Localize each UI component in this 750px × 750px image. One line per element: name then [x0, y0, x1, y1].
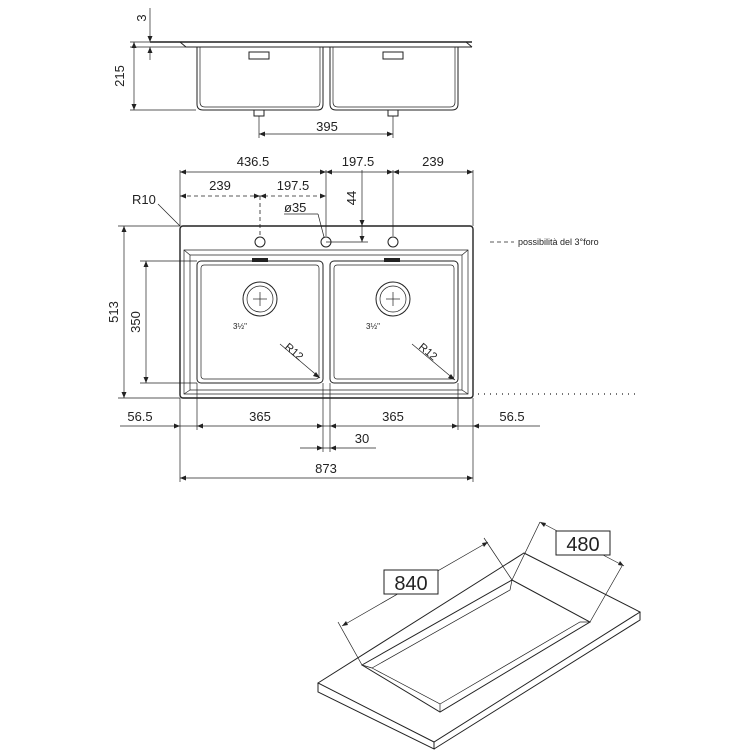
top-view: 3½" 3½" R12 R12 R10 436.5 197.5 239 239 …	[106, 154, 640, 482]
dim-box-cutout-width	[555, 530, 611, 556]
dim-box-cutout-length	[383, 569, 439, 595]
bowl-radius-right: R12	[416, 341, 439, 363]
drain-size-right: 3½"	[366, 322, 380, 331]
dim-hole-offset: 44	[344, 191, 359, 205]
dim-right-hole: 239	[422, 154, 444, 169]
dim-left-239: 239	[209, 178, 231, 193]
dim-height: 215	[112, 65, 127, 87]
dim-bowl-left-width: 365	[249, 409, 271, 424]
iso-view: 840 480	[316, 521, 642, 750]
dim-hole-diameter: ø35	[284, 200, 306, 215]
dim-left-hole: 436.5	[237, 154, 270, 169]
dim-rim-thickness: 3	[134, 14, 149, 21]
dim-bowl-depth: 350	[128, 311, 143, 333]
drain-size-left: 3½"	[233, 322, 247, 331]
side-view: 395 3 215	[112, 8, 473, 138]
dim-bowl-span: 395	[316, 119, 338, 134]
dim-margin-right: 56.5	[499, 409, 524, 424]
bowl-radius-left: R12	[282, 341, 305, 363]
dim-total-width: 873	[315, 461, 337, 476]
dim-left-197: 197.5	[277, 178, 310, 193]
dim-total-depth: 513	[106, 301, 121, 323]
dim-cutout-length: 840	[394, 573, 427, 595]
dim-mid-hole: 197.5	[342, 154, 375, 169]
dim-divider: 30	[355, 431, 369, 446]
dim-bowl-right-width: 365	[382, 409, 404, 424]
dim-margin-left: 56.5	[127, 409, 152, 424]
legend-third-hole: possibilità del 3°foro	[518, 237, 599, 247]
corner-radius: R10	[132, 192, 156, 207]
dim-cutout-width: 480	[566, 534, 599, 556]
